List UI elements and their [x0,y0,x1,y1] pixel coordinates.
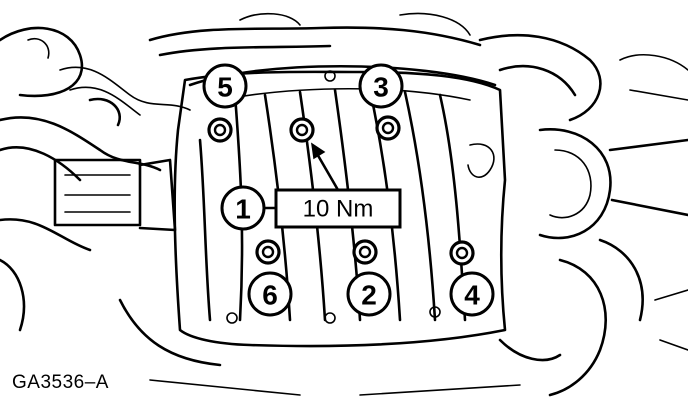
callout-3: 3 [358,63,404,109]
callout-1: 1 [220,185,266,231]
callout-1-label: 1 [235,194,251,225]
bolt-5 [207,117,233,143]
callout-3-label: 3 [373,72,389,103]
torque-leader-arrow [311,142,340,192]
callout-4-label: 4 [464,280,480,311]
callout-5: 5 [202,63,248,109]
bolt-1 [289,117,315,143]
bolt-2 [352,239,378,265]
bolt-4 [449,240,475,266]
callout-5-label: 5 [217,72,233,103]
engine-bay-linework [0,12,688,397]
callout-2-label: 2 [361,280,377,311]
callout-2: 2 [346,271,392,317]
bolt-6 [255,239,281,265]
bolt-3 [375,115,401,141]
callout-6: 6 [247,271,293,317]
figure-id-label: GA3536–A [12,372,109,393]
callout-4: 4 [449,271,495,317]
callout-6-label: 6 [262,280,278,311]
torque-spec-box: 10 Nm [274,188,402,229]
manifold-bolts [207,115,475,266]
torque-value: 10 Nm [303,196,374,223]
